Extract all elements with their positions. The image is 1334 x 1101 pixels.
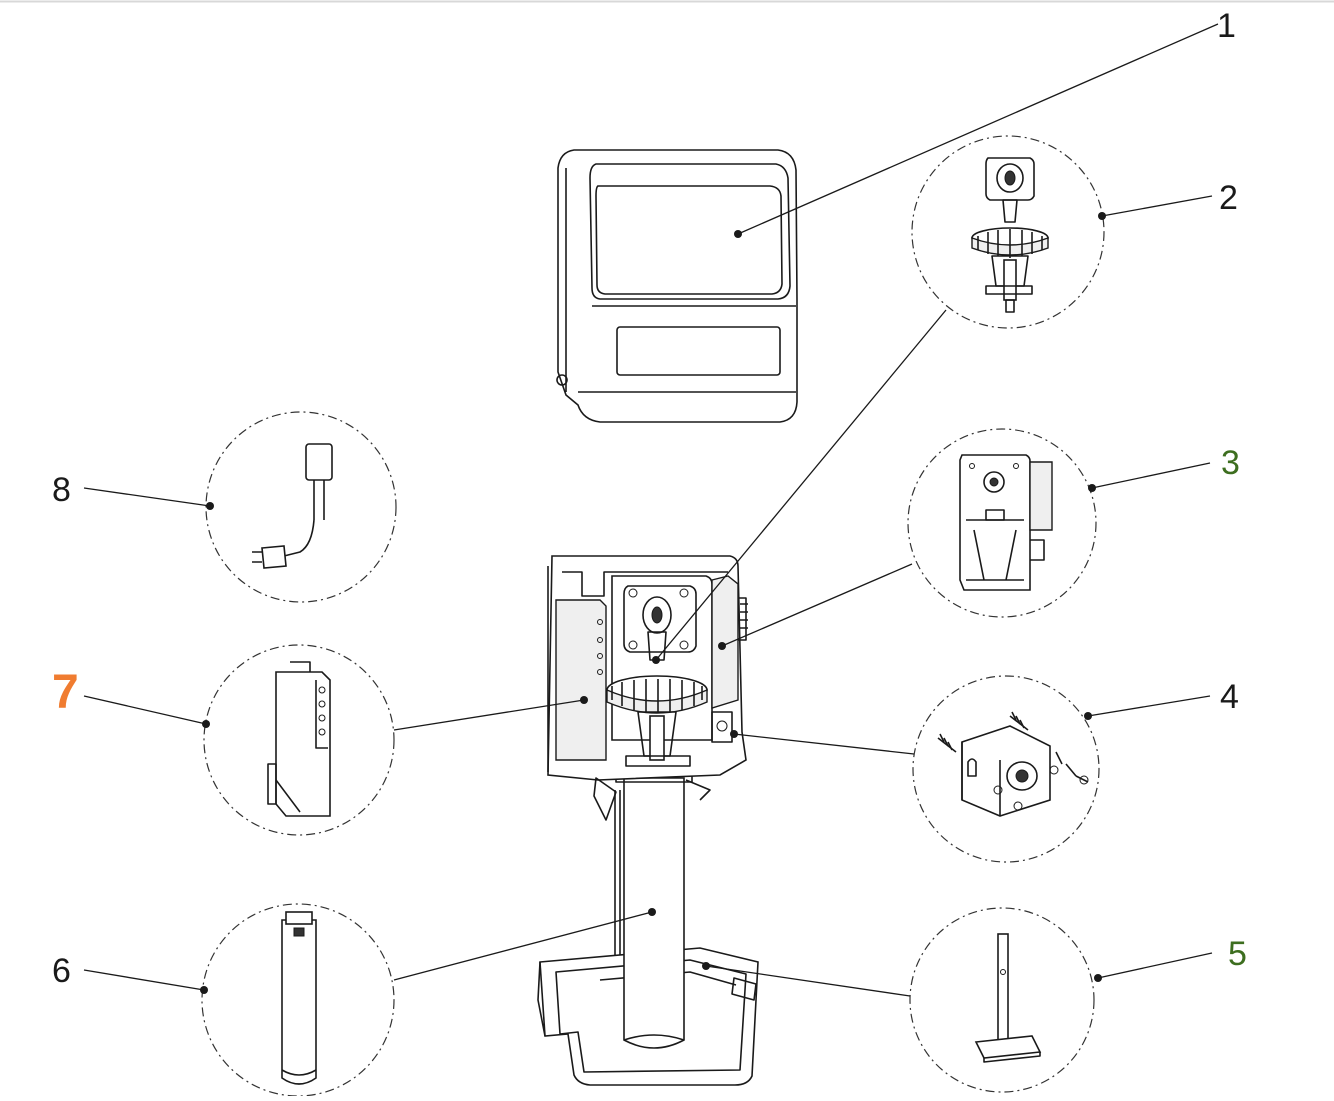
detail-circle-6 xyxy=(201,903,395,1097)
detail-circle-2 xyxy=(911,135,1105,329)
callout-5: 5 xyxy=(1228,935,1247,973)
detail-circle-3 xyxy=(907,428,1097,618)
callout-6: 6 xyxy=(52,952,71,990)
detail-circle-5 xyxy=(909,907,1095,1093)
callout-labels: 1 2 3 4 5 6 7 8 xyxy=(52,7,1247,990)
callout-7: 7 xyxy=(52,666,79,719)
callout-4: 4 xyxy=(1220,678,1239,716)
detail-circle-8 xyxy=(205,411,397,603)
cover-housing xyxy=(556,149,798,423)
callout-1: 1 xyxy=(1217,7,1236,45)
leader-lines xyxy=(83,23,1219,997)
base-assembly xyxy=(537,555,759,1086)
detail-circle-7 xyxy=(203,644,395,836)
detail-circle-4 xyxy=(912,675,1100,863)
callout-8: 8 xyxy=(52,471,71,509)
callout-3: 3 xyxy=(1221,444,1240,482)
callout-2: 2 xyxy=(1219,179,1238,217)
